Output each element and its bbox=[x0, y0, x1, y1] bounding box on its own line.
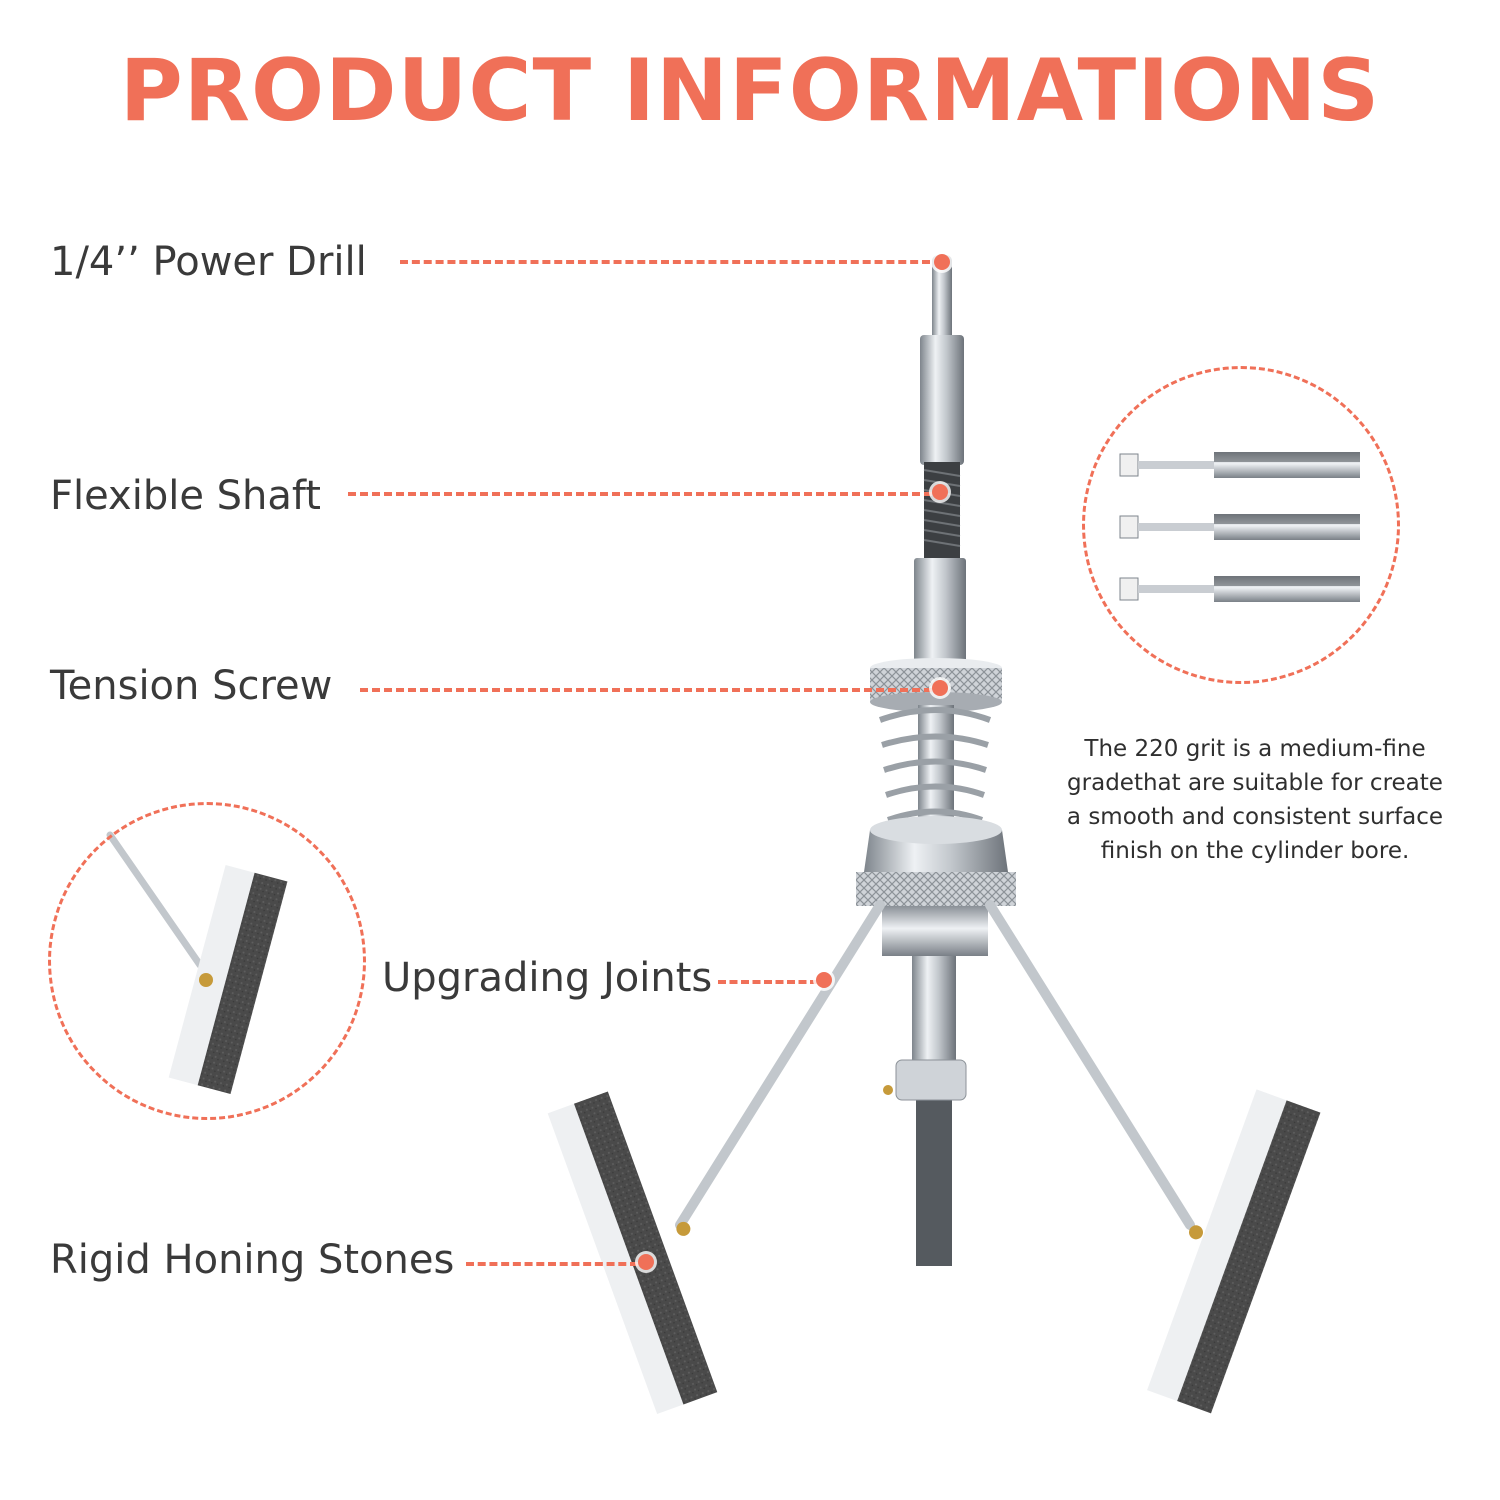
marker-flexible-shaft bbox=[932, 484, 948, 500]
label-upgrading-joints: Upgrading Joints bbox=[382, 955, 713, 1001]
page-title: PRODUCT INFORMATIONS bbox=[119, 41, 1381, 141]
spring bbox=[878, 705, 992, 825]
leader-honing-stones bbox=[466, 1262, 638, 1266]
joint-detail-circle bbox=[48, 802, 366, 1120]
marker-upgrading-joints bbox=[816, 972, 832, 988]
leader-power-drill bbox=[400, 260, 930, 264]
description-line: The 220 grit is a medium-fine bbox=[1084, 736, 1426, 762]
marker-tension-screw bbox=[932, 680, 948, 696]
leader-tension-screw bbox=[360, 688, 932, 692]
grit-description: The 220 grit is a medium-fine gradethat … bbox=[1040, 732, 1470, 868]
label-honing-stones: Rigid Honing Stones bbox=[50, 1237, 455, 1283]
tension-screw-nut bbox=[870, 658, 1002, 712]
description-line: a smooth and consistent surface bbox=[1066, 804, 1444, 830]
label-flexible-shaft: Flexible Shaft bbox=[50, 473, 321, 519]
leader-flexible-shaft bbox=[348, 492, 932, 496]
center-bracket bbox=[883, 1059, 967, 1101]
left-honing-stone bbox=[547, 1091, 718, 1415]
drill-shaft bbox=[914, 255, 966, 668]
leader-upgrading-joints bbox=[718, 980, 818, 984]
arms bbox=[675, 900, 1195, 1230]
description-line: gradethat are suitable for create bbox=[1067, 770, 1443, 796]
label-tension-screw: Tension Screw bbox=[50, 663, 333, 709]
hub bbox=[856, 816, 1016, 1266]
description-line: finish on the cylinder bore. bbox=[1100, 838, 1410, 864]
marker-power-drill bbox=[934, 254, 950, 270]
stones-detail-circle bbox=[1082, 366, 1400, 684]
right-honing-stone bbox=[1147, 1089, 1321, 1414]
marker-honing-stones bbox=[638, 1254, 654, 1270]
label-power-drill: 1/4’’ Power Drill bbox=[50, 239, 367, 285]
